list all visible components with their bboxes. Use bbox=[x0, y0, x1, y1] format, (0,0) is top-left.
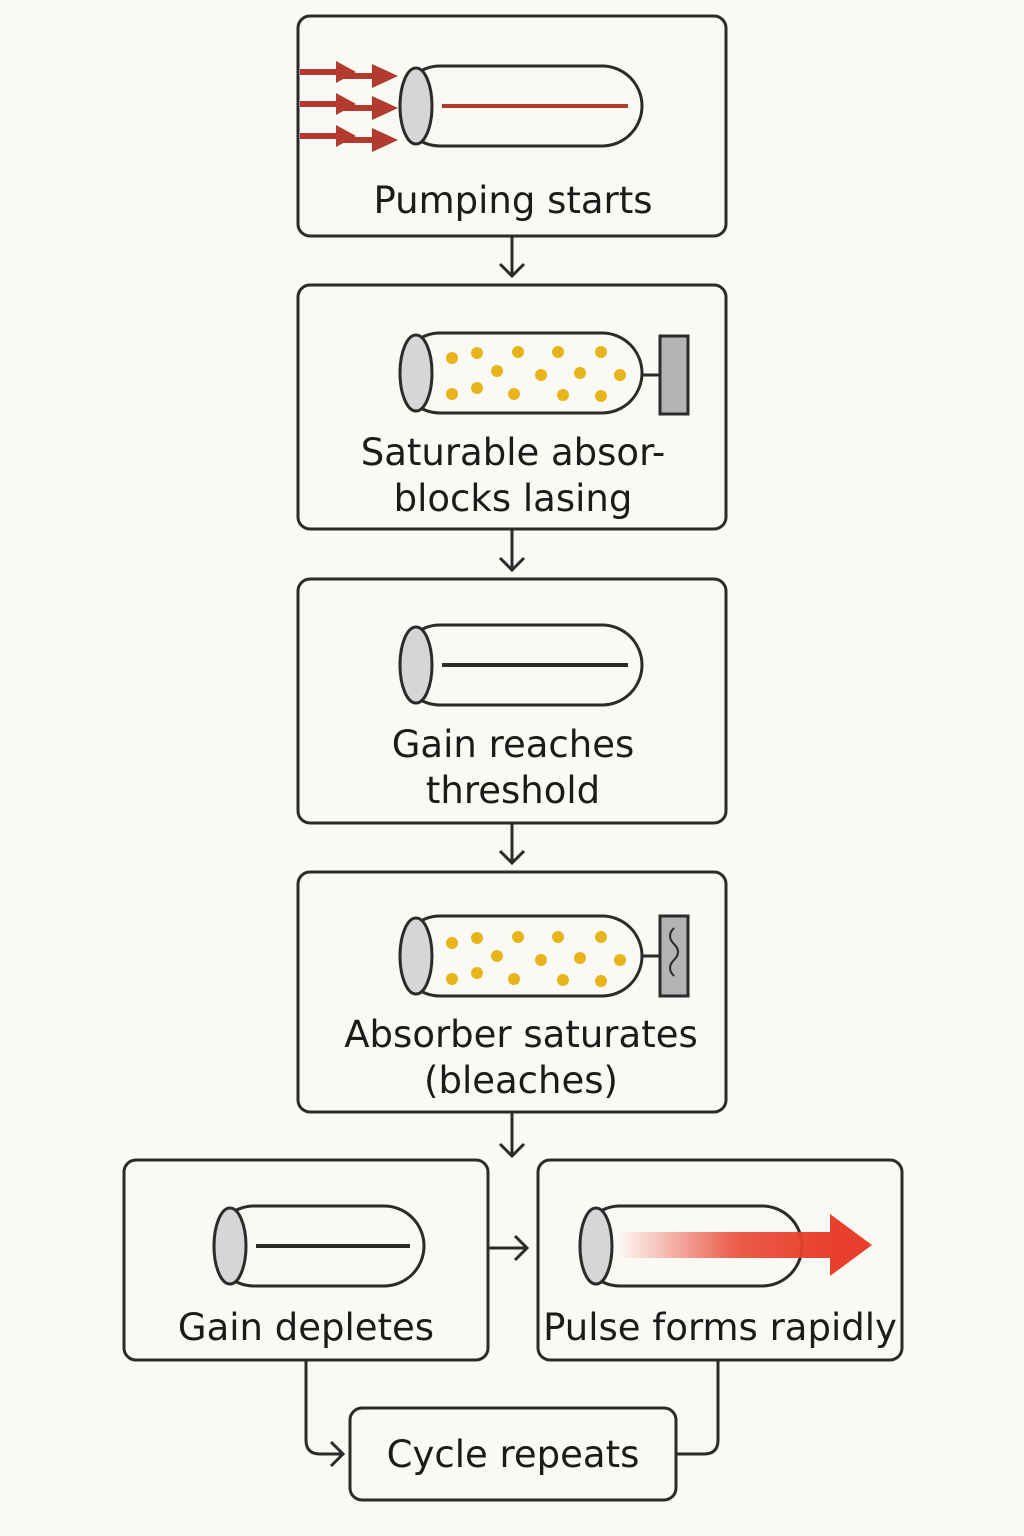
step-label-pumping-starts: Pumping starts bbox=[373, 179, 653, 222]
laser-rod-icon-4 bbox=[398, 914, 644, 998]
gain-particles-2 bbox=[446, 931, 626, 987]
saturable-absorber-icon bbox=[642, 334, 690, 416]
step-label-absorber-saturates: Absorber saturates (bleaches) bbox=[344, 1013, 698, 1102]
rod-end-cap bbox=[212, 1206, 248, 1286]
absorber-block bbox=[658, 334, 690, 416]
gain-particle bbox=[471, 347, 483, 359]
step-box-absorber-saturates bbox=[296, 870, 728, 1114]
rod-end-cap bbox=[398, 333, 434, 413]
arrow-head bbox=[498, 1142, 526, 1159]
gain-particle bbox=[557, 389, 569, 401]
gain-particle bbox=[471, 382, 483, 394]
pulse-arrow-icon bbox=[618, 1214, 872, 1276]
step-box-absorber-blocks bbox=[296, 283, 728, 531]
gain-particle bbox=[471, 967, 483, 979]
arrow-head bbox=[498, 262, 526, 279]
gain-particles-1 bbox=[446, 346, 626, 402]
step-box-pumping-starts bbox=[296, 14, 728, 238]
gain-particle bbox=[446, 973, 458, 985]
flow-arrow-right bbox=[488, 1234, 530, 1262]
step-label-gain-depletes: Gain depletes bbox=[177, 1306, 435, 1349]
gain-particle bbox=[446, 937, 458, 949]
pump-arrow-head bbox=[336, 61, 356, 83]
rod-end-cap bbox=[578, 1206, 614, 1286]
rod-end-cap bbox=[398, 66, 434, 146]
rod-end-cap bbox=[398, 625, 434, 705]
arrow-head bbox=[498, 556, 526, 573]
pump-arrow-head bbox=[336, 125, 356, 147]
arrow-head bbox=[498, 849, 526, 866]
step-box-pulse-forms bbox=[536, 1158, 904, 1362]
rod-end-cap bbox=[398, 916, 434, 996]
gain-particle bbox=[512, 346, 524, 358]
rod-body bbox=[398, 331, 644, 415]
pump-arrow-head bbox=[336, 93, 356, 115]
flow-arrow-down bbox=[498, 824, 526, 866]
flow-arrow-down bbox=[498, 237, 526, 279]
gain-particle bbox=[446, 352, 458, 364]
gain-particle bbox=[471, 932, 483, 944]
gain-particle bbox=[552, 931, 564, 943]
flow-arrow-to-cycle bbox=[304, 1360, 346, 1468]
gain-particle bbox=[574, 952, 586, 964]
step-box-gain-threshold bbox=[296, 577, 728, 825]
gain-particle bbox=[557, 974, 569, 986]
arrow-shaft bbox=[304, 1360, 343, 1456]
saturable-absorber-icon-bleached bbox=[642, 914, 690, 998]
pump-arrow-head bbox=[372, 96, 398, 120]
gain-particle bbox=[535, 954, 547, 966]
pump-arrow-head bbox=[372, 64, 398, 88]
pump-arrow-head bbox=[372, 128, 398, 152]
gain-particle bbox=[446, 388, 458, 400]
step-label-absorber-blocks: Saturable absor- blocks lasing bbox=[360, 431, 666, 520]
gain-particle bbox=[614, 369, 626, 381]
gain-particle bbox=[508, 388, 520, 400]
step-label-pulse-forms: Pulse forms rapidly bbox=[543, 1306, 897, 1349]
flow-arrow-down bbox=[498, 1113, 526, 1159]
flow-arrow-down bbox=[498, 530, 526, 573]
gain-particle bbox=[595, 975, 607, 987]
wavy-line-icon bbox=[669, 927, 679, 977]
pump-arrows-icon bbox=[300, 61, 398, 152]
gain-particle bbox=[535, 369, 547, 381]
gain-particle bbox=[491, 365, 503, 377]
gain-particle bbox=[574, 367, 586, 379]
arrow-head bbox=[329, 1440, 346, 1468]
gain-particle bbox=[595, 346, 607, 358]
gain-particle bbox=[614, 954, 626, 966]
gain-particle bbox=[508, 973, 520, 985]
final-label-cycle-repeats: Cycle repeats bbox=[386, 1433, 640, 1476]
gain-particle bbox=[595, 931, 607, 943]
gain-particle bbox=[512, 931, 524, 943]
gain-particle bbox=[491, 950, 503, 962]
pulse-arrow-head bbox=[830, 1214, 872, 1276]
pulse-beam bbox=[618, 1232, 834, 1258]
arrow-head bbox=[513, 1234, 530, 1262]
gain-particle bbox=[595, 390, 607, 402]
connector-pulse-to-cycle bbox=[676, 1360, 720, 1456]
laser-rod-icon-2 bbox=[398, 331, 644, 415]
step-label-gain-threshold: Gain reaches threshold bbox=[391, 723, 635, 812]
gain-particle bbox=[552, 346, 564, 358]
